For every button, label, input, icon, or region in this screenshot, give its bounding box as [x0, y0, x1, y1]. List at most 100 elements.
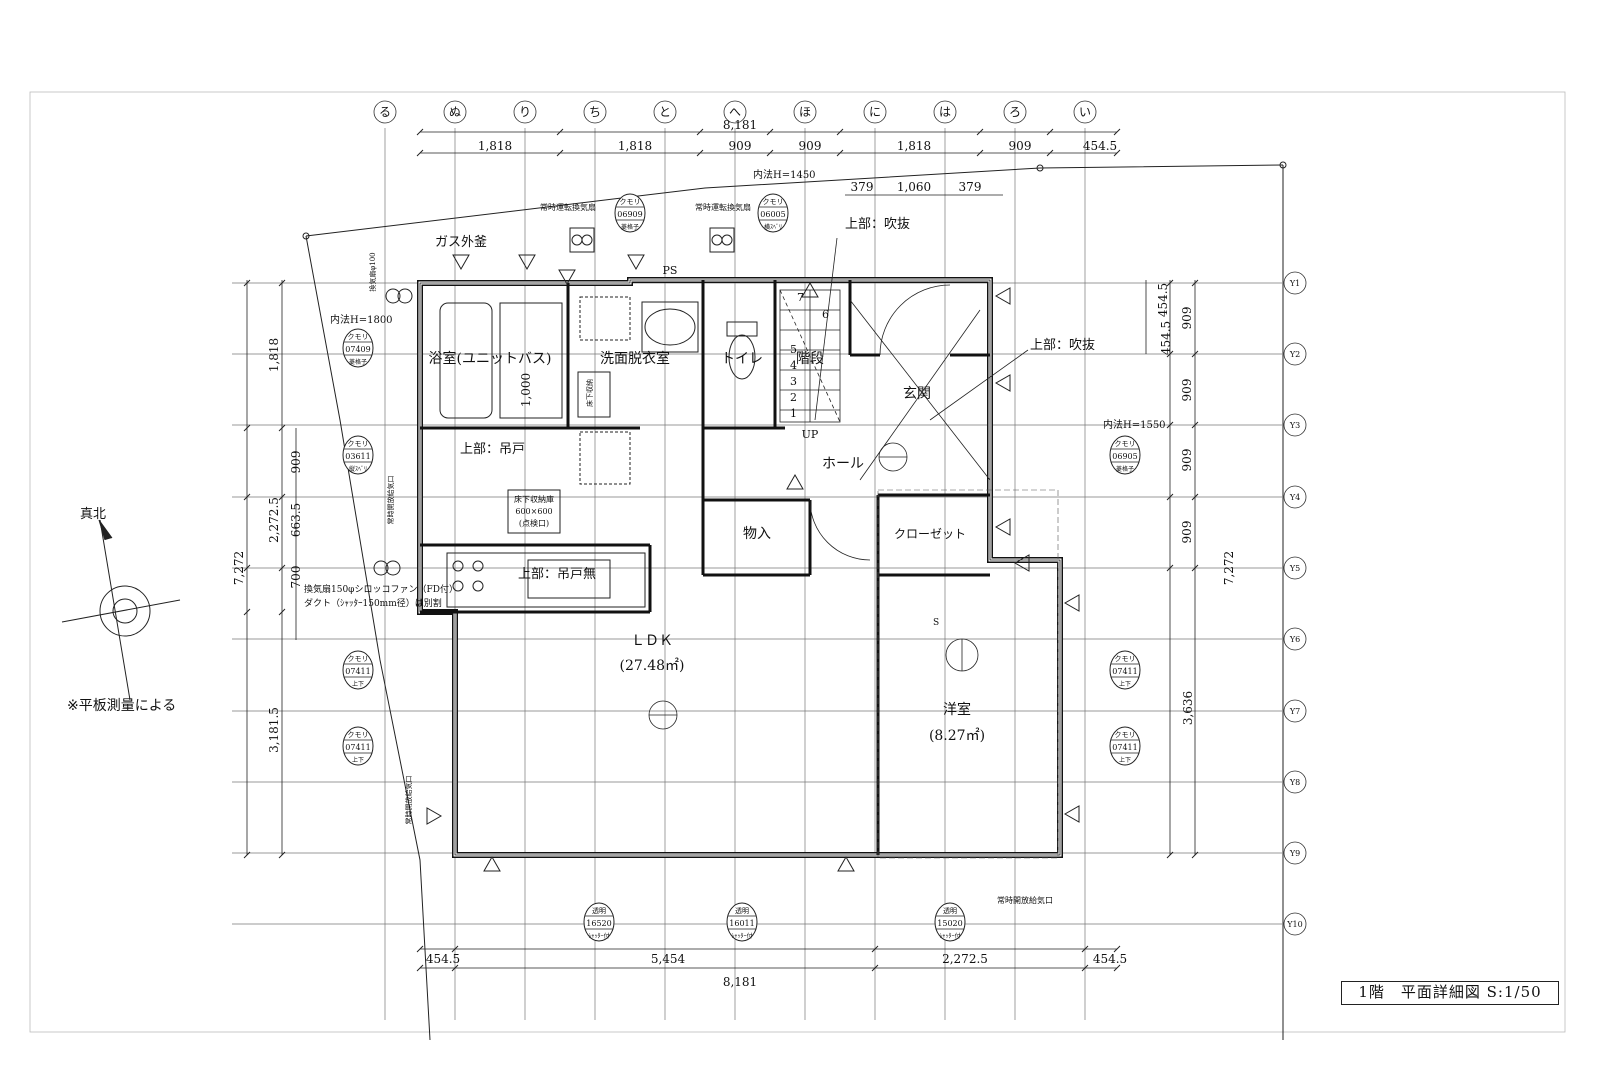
- dim-bottom-total: 8,181: [723, 975, 757, 989]
- dim-tick: [1081, 964, 1089, 972]
- dim-tick: [836, 128, 844, 136]
- note-exhaust-top: 換気扇φ100: [368, 252, 377, 291]
- north-compass: [61, 519, 181, 701]
- elevation-marker: [994, 518, 1011, 536]
- dim-left-inner: 700: [289, 566, 303, 589]
- drawing-title: 1階 平面詳細図 S:1/50: [1341, 981, 1559, 1005]
- sink: [527, 559, 611, 599]
- dim-right-inner: 909: [1180, 379, 1194, 402]
- column-bubble: り: [513, 100, 537, 124]
- dim-tick: [451, 945, 459, 953]
- window-tag-code: 06909: [617, 210, 642, 219]
- dim-tick: [416, 945, 424, 953]
- dimension-ticks: [243, 128, 1199, 972]
- row-bubble: Y9: [1283, 841, 1307, 865]
- dim-tick: [696, 128, 704, 136]
- note-inner-h-1800: 内法H=1800: [330, 313, 393, 326]
- dim-tick: [1166, 564, 1174, 572]
- elevation-marker: [1063, 805, 1080, 823]
- window-tag-note: ｼｬｯﾀｰ付: [939, 932, 960, 940]
- dim-tick: [278, 564, 286, 572]
- dashed-hatch: [579, 431, 631, 485]
- note-ps: PS: [663, 264, 678, 277]
- window-tag-type: 透明: [735, 907, 749, 915]
- note-inner-h-1450: 内法H=1450: [753, 168, 816, 181]
- elevation-marker: [801, 281, 819, 298]
- window-tag-note: 菱格子: [621, 223, 639, 231]
- fixtures: [439, 296, 758, 608]
- window-tag-note: 上下: [352, 756, 364, 764]
- row-bubble: Y4: [1283, 485, 1307, 509]
- column-bubble: と: [653, 100, 677, 124]
- dim-tick: [1191, 851, 1199, 859]
- direction-marks: [648, 442, 979, 730]
- room-washroom: 洗面脱衣室: [600, 350, 670, 367]
- column-label: り: [519, 105, 531, 119]
- dim-left-inner: 909: [289, 451, 303, 474]
- row-label: Y6: [1289, 635, 1300, 644]
- site-boundary: [302, 161, 1287, 1041]
- elevation-marker: [426, 807, 443, 825]
- window-tags: クモリ07409菱格子クモリ06909菱格子クモリ06005横ｽﾍﾞﾘクモリ03…: [342, 193, 1141, 942]
- row-bubble: Y7: [1283, 699, 1307, 723]
- window-tag-code: 07411: [345, 743, 370, 752]
- stair-step-number: 5: [790, 343, 797, 356]
- window-tag-code: 16520: [586, 919, 611, 928]
- window-tag-code: 03611: [345, 452, 370, 461]
- stair-step-number: 7: [797, 291, 804, 304]
- column-label: る: [379, 105, 391, 119]
- column-label: ぬ: [449, 105, 461, 119]
- bathtub: [439, 302, 493, 419]
- dim-tick: [1081, 945, 1089, 953]
- dim-tick: [1113, 964, 1121, 972]
- column-label: ほ: [799, 105, 811, 119]
- grid-lines: [232, 128, 1282, 1020]
- underfloor-hatch: [577, 371, 611, 418]
- note-air-inlet-1: 常時開放給気口: [386, 476, 395, 525]
- room-western-area: (8.27㎡): [929, 728, 985, 744]
- elevation-marker: [1063, 594, 1080, 612]
- column-grid-labels: るぬりちとへほにはろい: [373, 100, 1097, 124]
- stair-step-number: 3: [790, 375, 797, 388]
- window-tag-code: 06905: [1112, 452, 1137, 461]
- window-tag-code: 06005: [760, 210, 785, 219]
- washbasin: [644, 308, 696, 346]
- window-tag: クモリ 07411 上下: [342, 726, 374, 766]
- column-label: へ: [729, 105, 741, 119]
- dim-tick: [243, 851, 251, 859]
- window-tag-code: 07411: [345, 667, 370, 676]
- stair-step-number: 1: [790, 407, 797, 420]
- toilet-bowl: [728, 334, 756, 380]
- dim-tick: [1191, 564, 1199, 572]
- dim-tick: [1191, 350, 1199, 358]
- vent-symbols: [373, 227, 735, 576]
- row-label: Y1: [1289, 279, 1300, 288]
- column-bubble: ろ: [1003, 100, 1027, 124]
- note-s-mark: S: [933, 618, 939, 628]
- vanity: [641, 301, 699, 353]
- dim-top-seg: 1,818: [897, 139, 931, 153]
- note-up: UP: [802, 428, 819, 441]
- window-tag-type: クモリ: [348, 731, 369, 739]
- window-tag-type: クモリ: [1115, 655, 1136, 663]
- dim-tick: [871, 964, 879, 972]
- dim-right-small: 454.5: [1159, 321, 1173, 355]
- underfloor-storage-box: [507, 489, 561, 534]
- note-tsurido-none: 上部：吊戸無: [518, 567, 596, 582]
- plan-notes: ガス外釜 上部：吹抜 上部：吹抜 上部：吊戸 上部：吊戸無 UP PS 1,00…: [304, 168, 1166, 905]
- window-tag-note: 上下: [1119, 680, 1131, 688]
- elevation-marker: [518, 254, 536, 271]
- dim-left-total: 7,272: [232, 551, 246, 585]
- room-ldk: ＬＤＫ: [631, 633, 673, 649]
- elevation-marker: [786, 473, 804, 490]
- dim-right-outer: 3,636: [1181, 691, 1195, 725]
- column-label: ろ: [1009, 105, 1021, 119]
- dim-bottom-seg: 2,272.5: [942, 952, 988, 966]
- row-label: Y9: [1289, 849, 1300, 858]
- column-bubble: ほ: [793, 100, 817, 124]
- stair-step-number: 2: [790, 391, 797, 404]
